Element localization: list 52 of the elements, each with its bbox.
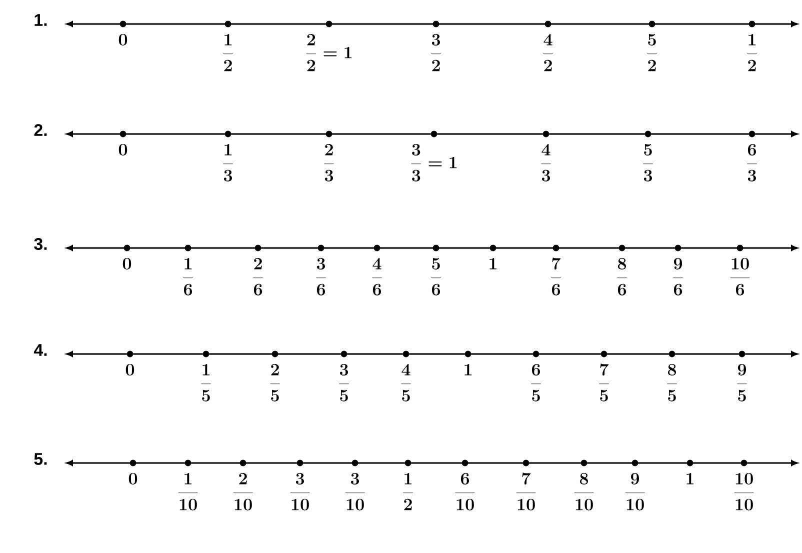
tick-label: $\frac{1}{6}$ <box>183 258 193 296</box>
tick-label: $0$ <box>122 258 132 270</box>
tick-label: $\frac{3}{3}=1$ <box>411 144 457 182</box>
tick-label: $\frac{1}{2}$ <box>747 34 757 72</box>
tick-label: $\frac{1}{3}$ <box>223 144 233 182</box>
tick-label: $\frac{2}{5}$ <box>270 364 280 402</box>
tick-label: $\frac{6}{10}$ <box>455 473 475 510</box>
tick-label: $\frac{7}{6}$ <box>551 258 561 296</box>
tick-label: $\frac{2}{3}$ <box>324 144 334 182</box>
tick-label: $\frac{5}{3}$ <box>643 144 653 182</box>
tick-label: $\frac{4}{3}$ <box>541 144 551 182</box>
line-number: 4. <box>34 344 47 356</box>
tick-label: $0$ <box>128 473 138 484</box>
line-number: 2. <box>34 124 47 136</box>
tick-label: $\frac{1}{2}$ <box>403 473 413 510</box>
tick-label: $\frac{8}{6}$ <box>617 258 627 296</box>
tick-label: $\frac{10}{6}$ <box>730 258 750 296</box>
tick-label: $\frac{8}{10}$ <box>574 473 594 510</box>
tick-label: $\frac{4}{2}$ <box>543 34 553 72</box>
tick-label: $\frac{4}{5}$ <box>401 364 411 402</box>
tick-label: $0$ <box>126 364 134 376</box>
tick-label: $\frac{5}{2}$ <box>647 34 657 72</box>
tick-label: $\frac{1}{10}$ <box>178 473 198 510</box>
tick-label: $\frac{1}{5}$ <box>201 364 211 402</box>
tick-label: $1$ <box>464 364 472 376</box>
tick-label: $\frac{9}{6}$ <box>673 258 683 296</box>
tick-label: $\frac{9}{5}$ <box>737 364 747 402</box>
tick-label: $\frac{6}{5}$ <box>531 364 541 402</box>
tick-label: $\frac{2}{6}$ <box>253 258 263 296</box>
tick-label: $0$ <box>118 144 128 156</box>
tick-label: $\frac{10}{10}$ <box>734 473 754 510</box>
tick-label: $\frac{3}{5}$ <box>339 364 349 402</box>
tick-label: $\frac{3}{10}$ <box>290 473 310 510</box>
tick-label: $\frac{9}{10}$ <box>625 473 645 510</box>
tick-label: $\frac{2}{10}$ <box>233 473 253 510</box>
line-number: 1. <box>34 14 47 26</box>
tick-label: $\frac{7}{5}$ <box>599 364 609 402</box>
tick-label: $\frac{2}{2}=1$ <box>306 34 352 72</box>
line-number: 5. <box>34 453 47 465</box>
tick-label: $\frac{4}{6}$ <box>372 258 382 296</box>
tick-label: $\frac{3}{2}$ <box>431 34 441 72</box>
tick-label: $\frac{5}{6}$ <box>431 258 441 296</box>
tick-label: $\frac{3}{10}$ <box>345 473 365 510</box>
tick-label: $0$ <box>118 34 128 46</box>
tick-label: $\frac{3}{6}$ <box>316 258 326 296</box>
line-number: 3. <box>34 238 47 250</box>
tick-label: $\frac{6}{3}$ <box>747 144 757 182</box>
tick-label: $\frac{8}{5}$ <box>667 364 677 402</box>
tick-label: $1$ <box>490 258 496 270</box>
tick-label: $1$ <box>686 473 694 484</box>
tick-label: $\frac{7}{10}$ <box>516 472 536 510</box>
tick-label: $\frac{1}{2}$ <box>223 34 233 72</box>
